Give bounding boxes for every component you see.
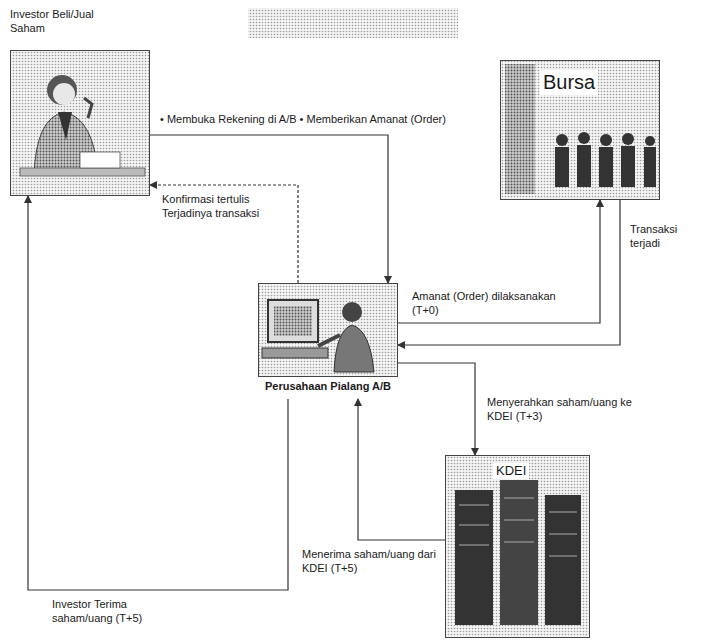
flow-arrow <box>150 135 388 283</box>
flow-arrow <box>358 399 445 540</box>
node-label: KDEI <box>493 463 529 479</box>
investor-picture <box>10 50 150 196</box>
flow-arrow <box>398 200 600 323</box>
arrow-label: Investor Terima saham/uang (T+5) <box>50 597 184 626</box>
picture-frame <box>258 283 398 377</box>
flow-arrow <box>150 185 298 283</box>
clearing-node: KDEI <box>445 455 590 638</box>
arrow-label: Menyerahkan saham/uang ke KDEI (T+3) <box>485 395 649 424</box>
arrow-label: Konfirmasi tertulis Terjadinya transaksi <box>160 192 282 221</box>
flow-arrow <box>398 363 475 455</box>
flow-arrow <box>398 200 620 345</box>
exchange-picture <box>500 60 660 200</box>
node-label: Bursa <box>540 70 598 95</box>
arrow-label: • Membuka Rekening di A/B • Memberikan A… <box>158 112 448 126</box>
title-band <box>248 8 458 38</box>
arrow-label: Amanat (Order) dilaksanakan (T+0) <box>410 289 559 318</box>
broker-node: Perusahaan Pialang A/B <box>258 283 398 399</box>
node-label: Perusahaan Pialang A/B <box>258 380 398 394</box>
server-picture <box>445 455 590 638</box>
node-label: Investor Beli/Jual Saham <box>10 8 125 36</box>
exchange-node: Bursa <box>500 60 660 200</box>
arrow-label: Menerima saham/uang dari KDEI (T+5) <box>300 547 439 576</box>
investor-node: Investor Beli/Jual Saham <box>10 8 150 196</box>
picture-frame <box>445 455 590 638</box>
broker-picture <box>258 283 398 377</box>
flow-arrow <box>28 196 288 590</box>
picture-frame <box>10 50 150 196</box>
arrow-label: Transaksi terjadi <box>628 222 704 251</box>
